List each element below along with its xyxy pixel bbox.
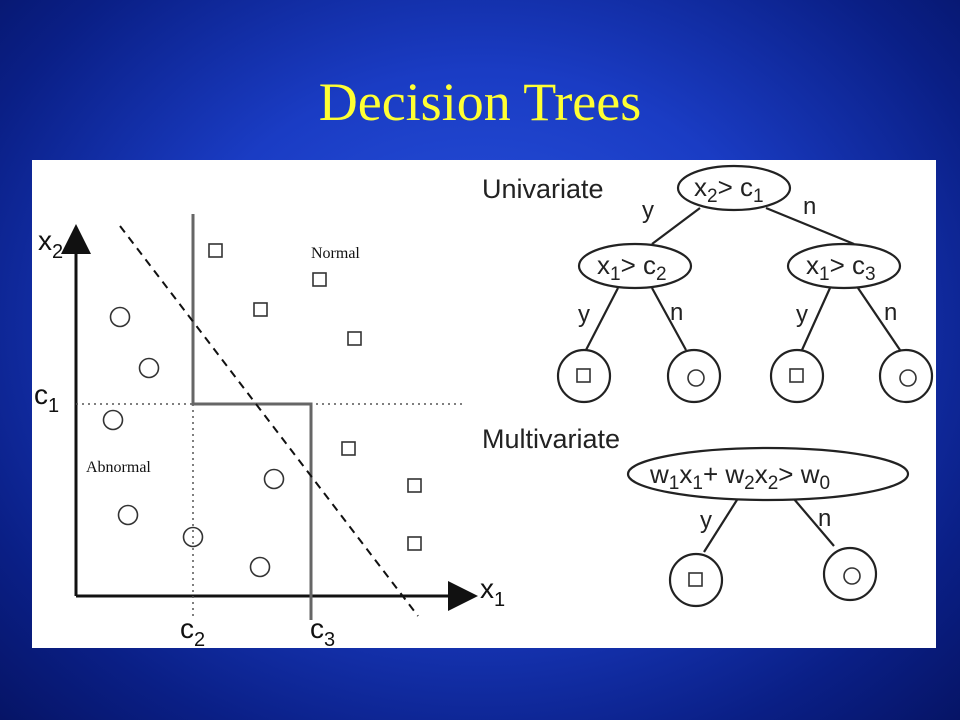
leaf-circle-symbol — [843, 567, 861, 585]
leaf-square-symbol — [789, 368, 804, 383]
square-point — [208, 243, 223, 258]
edge-label-yes: y — [642, 197, 654, 224]
threshold-c1-label: c1 — [34, 379, 59, 417]
multivariate-boundary — [119, 225, 419, 617]
circle-point — [102, 409, 124, 431]
multivariate-node — [626, 446, 910, 502]
square-point — [312, 272, 327, 287]
leaf-square-symbol — [688, 572, 703, 587]
multivariate-test: w1x1+ w2x2> w0 — [649, 459, 830, 494]
univariate-boundary — [191, 214, 313, 620]
square-point — [407, 536, 422, 551]
edge-label-yes: y — [700, 507, 712, 534]
threshold-c3-label: c3 — [310, 613, 335, 648]
leaf-circle-symbol — [899, 369, 917, 387]
slide-title: Decision Trees — [318, 72, 642, 132]
leaf-circle-node — [822, 546, 878, 602]
square-point — [253, 302, 268, 317]
x-axis-label: x1 — [480, 573, 505, 611]
circle-point — [138, 357, 160, 379]
square-point — [347, 331, 362, 346]
edge-label-yes: y — [796, 301, 808, 328]
edge-label-no: n — [803, 193, 816, 220]
leaf-circle-symbol — [687, 369, 705, 387]
univariate-right-node — [786, 242, 902, 290]
leaf-square-node — [769, 348, 825, 404]
tree-edge — [765, 206, 855, 246]
circle-point — [249, 556, 271, 578]
univariate-heading: Univariate — [482, 174, 604, 204]
univariate-tree: Univariate y n y n y n x2> c1 x1> c2 — [482, 164, 934, 404]
univariate-left-node — [577, 242, 693, 290]
decision-tree-figure: x2 x1 c1 c2 c3 Normal Abnormal — [34, 164, 934, 648]
tree-edge — [800, 287, 832, 351]
edge-label-no: n — [818, 505, 831, 532]
region-abnormal-label: Abnormal — [86, 459, 151, 476]
tree-edge — [857, 287, 901, 351]
leaf-square-symbol — [576, 368, 591, 383]
univariate-right-test: x1> c3 — [806, 250, 876, 285]
multivariate-tree: Multivariate y n w1x1+ w2x2> w0 — [482, 424, 910, 608]
circle-point — [182, 526, 204, 548]
figure-panel: x2 x1 c1 c2 c3 Normal Abnormal — [32, 160, 936, 648]
scatter-plot: x2 x1 c1 c2 c3 Normal Abnormal — [34, 214, 505, 648]
circle-point — [263, 468, 285, 490]
edge-label-yes: y — [578, 301, 590, 328]
edge-label-no: n — [670, 299, 683, 326]
univariate-left-test: x1> c2 — [597, 250, 667, 285]
circle-point — [117, 504, 139, 526]
tree-edge — [651, 287, 687, 351]
circle-point — [109, 306, 131, 328]
leaf-circle-node — [878, 348, 934, 404]
univariate-root-test: x2> c1 — [694, 172, 764, 207]
square-point — [407, 478, 422, 493]
threshold-c2-label: c2 — [180, 613, 205, 648]
tree-edge — [585, 287, 619, 351]
tree-edge — [651, 207, 701, 245]
region-normal-label: Normal — [311, 245, 360, 262]
leaf-circle-node — [666, 348, 722, 404]
leaf-square-node — [556, 348, 612, 404]
edge-label-no: n — [884, 299, 897, 326]
tree-edge — [787, 491, 835, 547]
univariate-root-node — [676, 164, 792, 212]
tree-edge — [703, 491, 743, 553]
y-axis-label: x2 — [38, 225, 63, 263]
square-point — [341, 441, 356, 456]
multivariate-heading: Multivariate — [482, 424, 620, 454]
leaf-square-node — [668, 552, 724, 608]
